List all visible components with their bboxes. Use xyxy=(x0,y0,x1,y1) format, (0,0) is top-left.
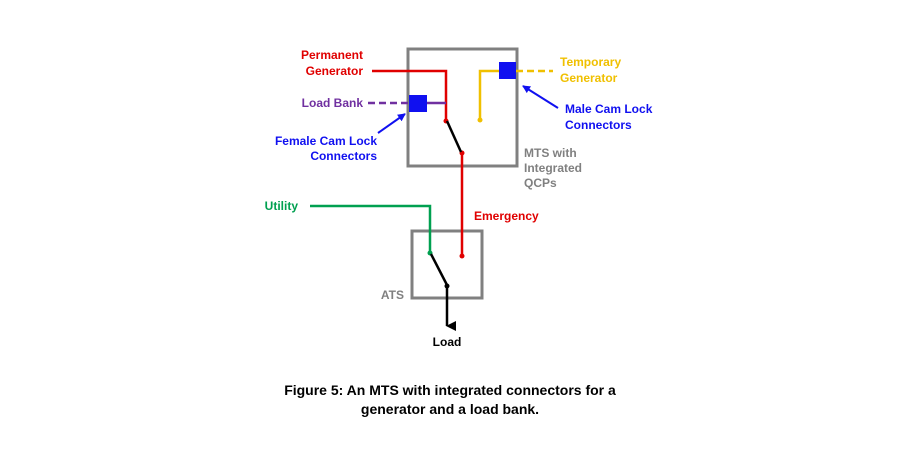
mts-label-line2: Integrated xyxy=(524,161,582,175)
utility-line xyxy=(310,204,432,252)
figure-caption-line1: Figure 5: An MTS with integrated connect… xyxy=(284,382,616,398)
male-connector-pointer xyxy=(522,85,559,109)
mts-label-line3: QCPs xyxy=(524,176,557,190)
mts-label-line1: MTS with xyxy=(524,146,577,160)
temporary-generator-line xyxy=(478,69,500,120)
temporary-generator-label-line2: Generator xyxy=(560,71,618,85)
female-connector-pointer xyxy=(377,113,406,134)
emergency-label: Emergency xyxy=(474,209,539,223)
female-connectors-label-line2: Connectors xyxy=(310,149,377,163)
ats-emergency-contact xyxy=(459,253,465,259)
female-connectors-label-line1: Female Cam Lock xyxy=(275,134,377,148)
temporary-generator-label-line1: Temporary xyxy=(560,55,621,69)
figure-caption: Figure 5: An MTS with integrated connect… xyxy=(0,381,900,419)
female-cam-lock-connector xyxy=(409,95,427,112)
temporary-generator-contact xyxy=(477,117,483,123)
load-bank-label: Load Bank xyxy=(302,96,364,110)
male-connectors-label-line2: Connectors xyxy=(565,118,632,132)
ats-switch-blade xyxy=(429,253,449,286)
male-connectors-label-line1: Male Cam Lock xyxy=(565,102,653,116)
permanent-generator-label-line2: Generator xyxy=(306,64,364,78)
permanent-generator-label-line1: Permanent xyxy=(301,48,363,62)
mts-switch-blade xyxy=(445,120,463,153)
mts-diagram: Permanent Generator Temporary Generator … xyxy=(265,47,653,349)
ats-label: ATS xyxy=(381,288,404,302)
male-cam-lock-connector xyxy=(499,62,516,79)
utility-label: Utility xyxy=(265,199,299,213)
figure-caption-line2: generator and a load bank. xyxy=(360,401,540,417)
load-label: Load xyxy=(433,335,462,349)
